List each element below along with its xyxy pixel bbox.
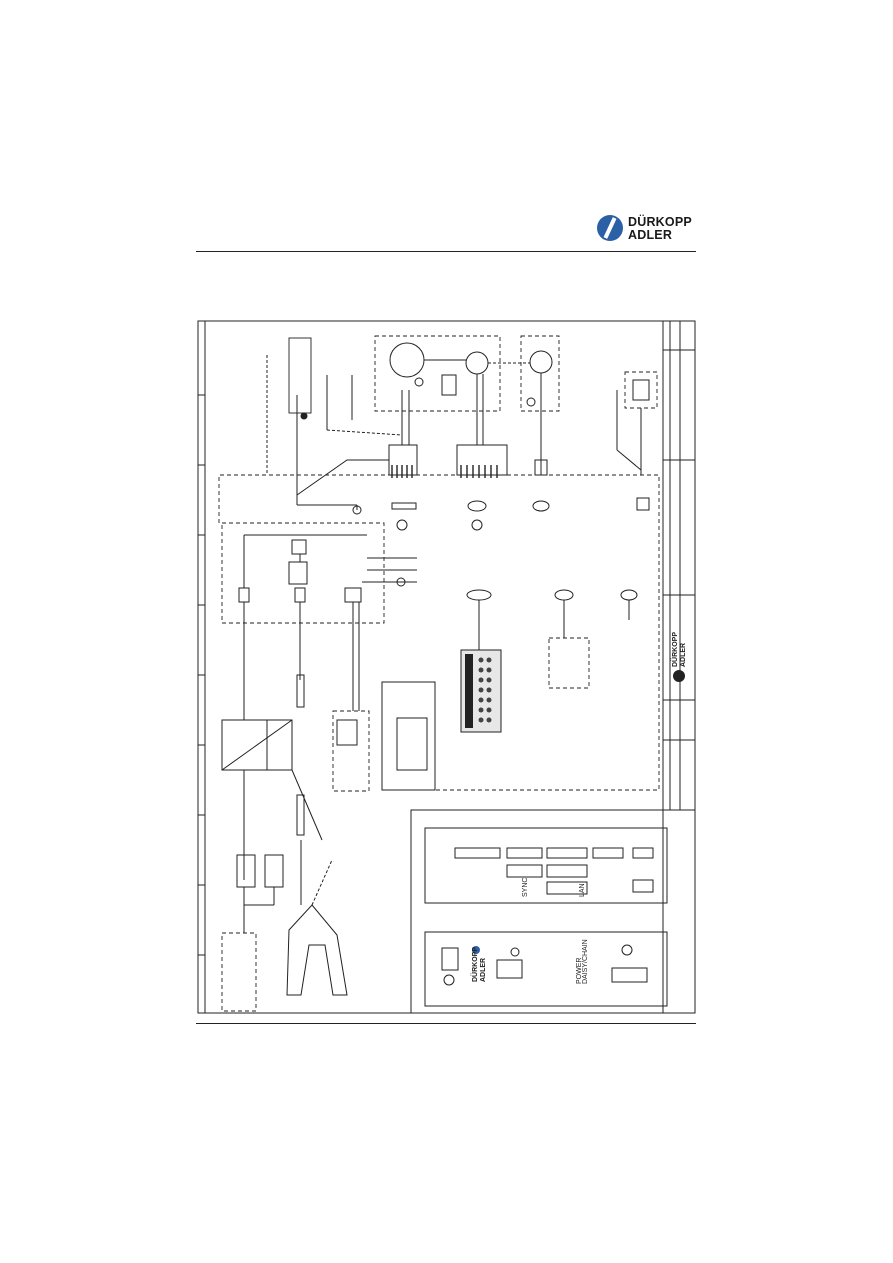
panel-label-lan: LAN (579, 883, 586, 897)
panel-brand-line2: ADLER (480, 958, 487, 982)
panel-label-power-1: POWER (576, 958, 583, 984)
header-rule (196, 251, 696, 252)
title-block-brand-line2: ADLER (680, 643, 687, 667)
wiring-diagram: DÜRKOPP ADLER (197, 320, 696, 1014)
panel-label-power-2: DAISY/CHAIN (582, 939, 589, 984)
brand-name-line2: ADLER (628, 228, 673, 242)
panel-label-sync: SYNC (522, 878, 529, 897)
title-block-logo: DÜRKOPP ADLER (670, 632, 687, 682)
brand-name-line1: DÜRKOPP (628, 215, 692, 229)
title-block-brand-line1: DÜRKOPP (670, 632, 679, 667)
brand-logo: DÜRKOPP ADLER (596, 214, 706, 242)
panel-brand-line1: DÜRKOPP (470, 947, 479, 982)
logo-mark-icon (597, 215, 623, 241)
footer-rule (196, 1023, 696, 1024)
